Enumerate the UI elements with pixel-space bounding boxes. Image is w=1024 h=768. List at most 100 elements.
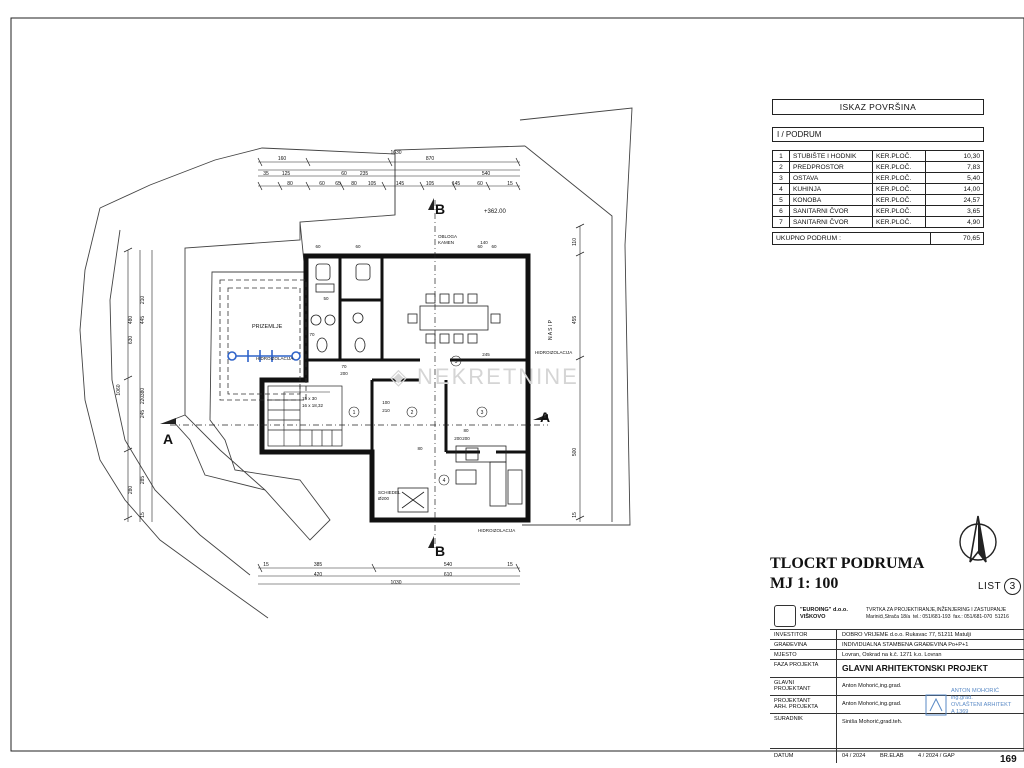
dim-bottom: 15 [263,562,269,568]
title-block-row: MJESTO Lovran, Oskrad na k.č. 1271 k.o. L… [770,649,1024,660]
area-cell-value: 5,40 [925,172,984,184]
staircase [267,385,343,447]
section-marker-right: A [540,409,550,425]
sheet-frame [10,17,1024,752]
title-block-row: GRAĐEVINA INDIVIDUALNA STAMBENA GRAĐEVINA… [770,639,1024,650]
firm-logo-icon [774,605,796,627]
area-table-section: I / PODRUM [772,127,984,142]
dim-inner: 200 [340,371,348,376]
dim-inner: 60 [491,244,497,249]
dim-right: 500 [572,448,578,457]
dim-top: 80 [287,181,293,187]
area-cell-name: STUBIŠTE I HODNIK [789,150,873,162]
room-number-circle [450,355,462,367]
dim-inner: 70 [341,364,347,369]
dim-inner: 60 [315,244,321,249]
dim-left: 1060 [116,384,122,395]
architect-stamp: ANTON MOHORIĆ ing.grad. OVLAŠTENI ARHITE… [925,688,1011,722]
dim-inner: 100 [382,400,390,405]
dim-inner: 210 [382,408,390,413]
dim-inner: 200 [454,436,462,441]
area-cell-n: 7 [772,216,790,228]
room-number-circle [348,406,360,418]
area-cell-name: KONOBA [789,194,873,206]
area-cell-type: KER.PLOČ. [872,161,926,173]
watermark-logo: ◈ NEKRETNINE [390,364,579,389]
elab-label: BR.ELAB [880,753,904,759]
label-stairs: 16 x 18,32 [302,403,324,408]
title-block-label: MJESTO [774,652,797,658]
title-block-value: Anton Mohorić,ing.grad. [842,701,902,707]
plan-labels: AABB+362.00PRIZEMLJEHIDROIZOLACIJAHIDROI… [116,150,578,586]
dim-inner: 245 [482,352,490,357]
firm-description: TVRTKA ZA PROJEKTIRANJE,INŽENJERING I ZA… [866,607,1009,620]
title-block: "EUROING" d.o.o. VIŠKOVO TVRTKA ZA PROJE… [770,603,1024,763]
area-cell-n: 6 [772,205,790,217]
area-cell-n: 4 [772,183,790,195]
dim-left: 380 [140,388,146,397]
label-prizemlje: PRIZEMLJE [252,324,283,330]
dim-left: 210 [140,296,146,305]
area-cell-name: SANITARNI ČVOR [789,205,873,217]
area-cell-type: KER.PLOČ. [872,216,926,228]
sanitary-fixtures [310,263,371,353]
dim-left: 245 [140,410,146,419]
dim-left: 630 [128,336,134,345]
terrain-outline [79,107,633,619]
area-cell-value: 14,00 [925,183,984,195]
title-block-value: Lovran, Oskrad na k.č. 1271 k.o. Lovran [842,652,942,658]
label-hidroizolacija-right: HIDROIZOLACIJA [535,350,572,355]
title-block-value: INDIVIDUALNA STAMBENA GRAĐEVINA Po+P+1 [842,642,969,648]
label-schiedel: Ø200 [378,496,390,501]
dim-top: 60 [477,181,483,187]
title-block-label: GRAĐEVINA [774,642,807,648]
dim-right: 15 [572,512,578,518]
area-cell-n: 2 [772,161,790,173]
dim-top: 235 [360,171,369,177]
room-number: 3 [481,410,484,416]
elab-value: 4 / 2024 / GAP [918,753,955,759]
dim-top: 160 [278,156,287,162]
room-number-circle [438,474,450,486]
title-block-label: FAZA PROJEKTA [774,662,819,668]
dim-inner: 60 [355,244,361,249]
dim-top: 65 [335,181,341,187]
date-value: 04 / 2024 [842,753,866,759]
label-hidroizolacija-left: HIDROIZOLACIJA [256,356,293,361]
dim-inner: 80 [463,428,469,433]
area-cell-n: 5 [772,194,790,206]
area-table-total: UKUPNO PODRUM : 70,65 [772,232,984,245]
title-block-value: GLAVNI ARHITEKTONSKI PROJEKT [842,663,988,673]
dim-top: 125 [282,171,291,177]
dim-left: 220 [140,396,146,405]
title-block-value: Siniša Mohorić,grad.teh. [842,719,903,725]
area-cell-type: KER.PLOČ. [872,172,926,184]
stamp-seal-icon [925,694,947,716]
dim-left: 285 [140,476,146,485]
list-number: 3 [1004,578,1022,595]
page-number: 169 [1000,754,1017,765]
dim-inner: 70 [309,332,315,337]
dim-top: 105 [368,181,377,187]
sheet-title: TLOCRT PODRUMA MJ 1: 100 [770,554,924,594]
area-cell-name: KUHINJA [789,183,873,195]
area-cell-n: 3 [772,172,790,184]
hidroizolacija-symbol [227,350,301,362]
north-arrow-icon [959,515,997,563]
dim-left: 480 [128,316,134,325]
sheet-title-name: TLOCRT PODRUMA [770,555,925,572]
dim-inner: 60 [477,244,483,249]
dim-top: 540 [482,171,491,177]
total-value: 70,65 [962,235,980,242]
title-block-value: DOBRO VRIJEME d.o.o. Rukavac 77, 51211 M… [842,632,971,638]
